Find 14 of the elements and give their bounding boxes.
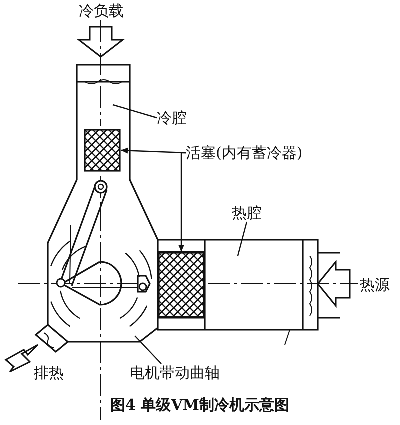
leader-line [112,104,158,119]
regenerator-piston [158,252,205,318]
callout-label: 冷腔 [157,109,187,127]
leader-arrow [178,152,186,252]
regenerator-piston [84,129,121,172]
label-text: 冷负载 [79,2,124,20]
callout-label: 电机带动曲轴 [130,364,220,382]
leader-line [134,336,162,364]
label-text: 热源 [360,276,390,294]
label-text: 排热 [34,364,64,382]
callout-label: 活塞(内有蓄冷器) [186,144,303,162]
caption: 图4 单级VM制冷机示意图 [110,396,290,414]
leader-line [237,222,248,256]
callout-label: 热腔 [232,204,262,222]
